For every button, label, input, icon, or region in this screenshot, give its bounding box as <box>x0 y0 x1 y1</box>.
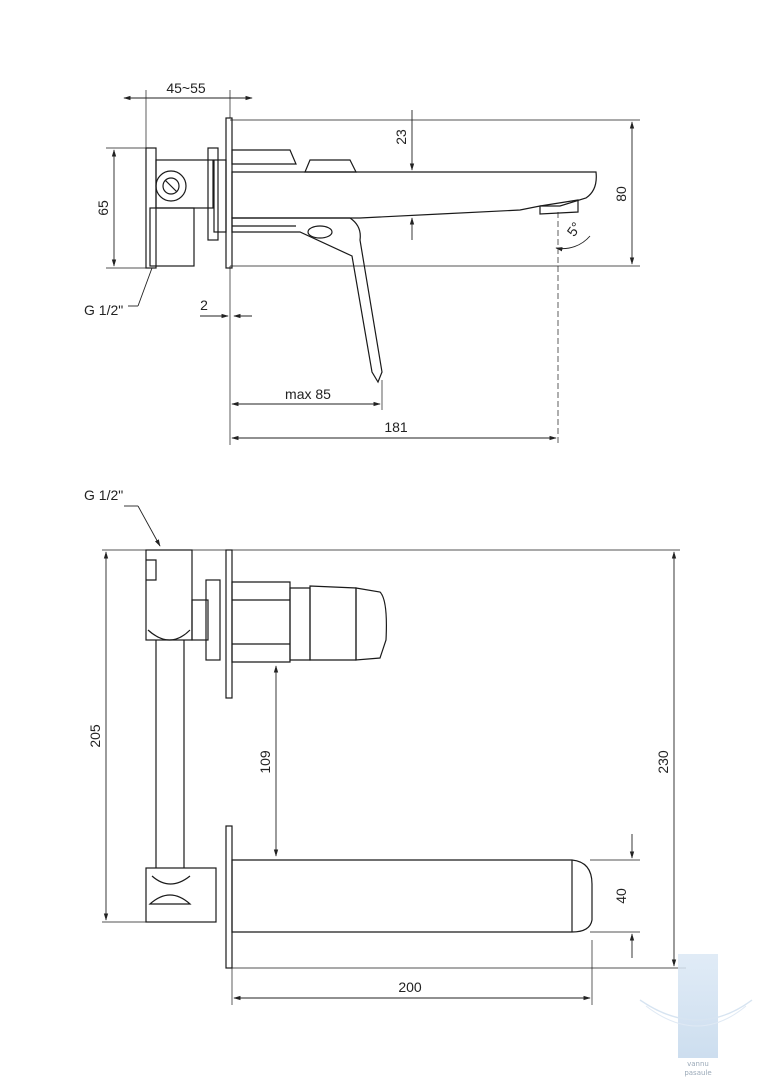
watermark-logo: vannu pasaule <box>639 954 753 1077</box>
dim-lever-reach: max 85 <box>285 386 331 402</box>
dim-spout-length: 200 <box>398 979 422 995</box>
dim-plate-thickness: 2 <box>200 297 208 313</box>
dim-overall-height: 205 <box>87 724 103 748</box>
dim-height-top: 23 <box>393 129 409 145</box>
dim-spout-projection: 181 <box>384 419 408 435</box>
dim-thread-top: G 1/2" <box>84 302 123 318</box>
side-view-dimensions <box>111 95 635 441</box>
watermark-line1: vannu <box>687 1060 709 1068</box>
front-view <box>102 549 686 1005</box>
dim-total-height: 230 <box>655 750 671 774</box>
dim-rosette-height: 65 <box>95 200 111 216</box>
dim-depth-range: 45~55 <box>166 80 206 96</box>
watermark-line2: pasaule <box>684 1069 711 1077</box>
dim-spout-height: 40 <box>613 888 629 904</box>
front-view-dimensions <box>103 505 677 1001</box>
dim-angle: 5° <box>564 219 585 239</box>
dim-lever-axis-to-spout: 109 <box>257 750 273 774</box>
side-view <box>106 90 640 445</box>
dim-body-height: 80 <box>613 186 629 202</box>
dim-thread-bottom: G 1/2" <box>84 487 123 503</box>
